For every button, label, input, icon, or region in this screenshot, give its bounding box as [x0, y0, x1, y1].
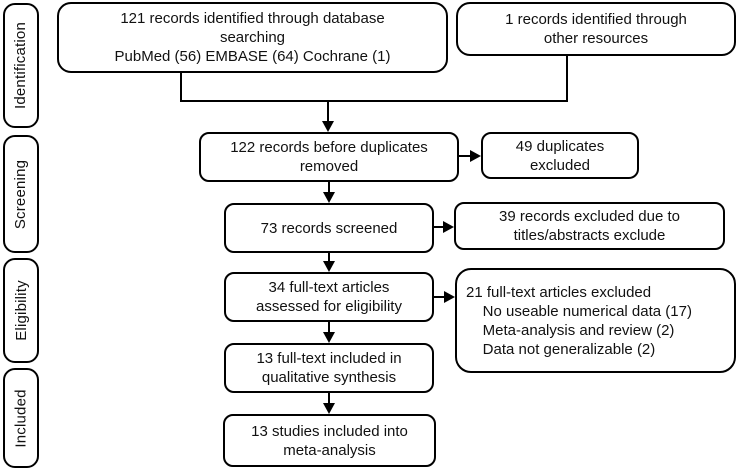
- connector-duplicates-to-screened: [328, 182, 330, 193]
- connector-to-duplicates-excluded: [459, 155, 471, 157]
- stage-eligibility: Eligibility: [3, 258, 39, 363]
- box-fulltext-assessed: 34 full-text articles assessed for eligi…: [224, 272, 434, 322]
- arrowhead-down-icon: [323, 192, 335, 203]
- arrowhead-down-icon: [323, 261, 335, 272]
- box-database-search: 121 records identified through database …: [57, 2, 448, 73]
- box-qualitative-synthesis: 13 full-text included in qualitative syn…: [224, 343, 434, 393]
- stage-identification: Identification: [3, 3, 39, 128]
- connector-fulltext-to-qualitative: [328, 322, 330, 333]
- box-fulltext-excluded: 21 full-text articles excluded No useabl…: [455, 268, 736, 373]
- connector-to-fulltext-excluded: [434, 296, 445, 298]
- arrowhead-right-icon: [470, 150, 481, 162]
- box-meta-analysis: 13 studies included into meta-analysis: [223, 414, 436, 467]
- arrowhead-down-icon: [323, 332, 335, 343]
- connector-to-records-excluded: [434, 226, 444, 228]
- box-before-duplicates: 122 records before duplicates removed: [199, 132, 459, 182]
- stage-screening: Screening: [3, 135, 39, 253]
- stage-identification-label: Identification: [12, 21, 30, 110]
- connector-other-down: [566, 56, 568, 102]
- connector-database-down: [180, 73, 182, 102]
- box-duplicates-excluded: 49 duplicates excluded: [481, 132, 639, 179]
- stage-eligibility-label: Eligibility: [12, 280, 30, 341]
- connector-qualitative-to-meta: [328, 393, 330, 404]
- arrowhead-right-icon: [443, 221, 454, 233]
- box-other-resources: 1 records identified through other resou…: [456, 2, 736, 56]
- stage-screening-label: Screening: [12, 159, 30, 229]
- connector-merge-horizontal: [180, 100, 568, 102]
- arrowhead-down-icon: [323, 403, 335, 414]
- stage-included-label: Included: [12, 388, 30, 448]
- connector-screened-to-fulltext: [328, 253, 330, 262]
- box-records-screened: 73 records screened: [224, 203, 434, 253]
- arrowhead-down-icon: [322, 121, 334, 132]
- connector-merge-to-duplicates: [327, 102, 329, 122]
- stage-included: Included: [3, 368, 39, 468]
- box-records-excluded: 39 records excluded due to titles/abstra…: [454, 202, 725, 250]
- arrowhead-right-icon: [444, 291, 455, 303]
